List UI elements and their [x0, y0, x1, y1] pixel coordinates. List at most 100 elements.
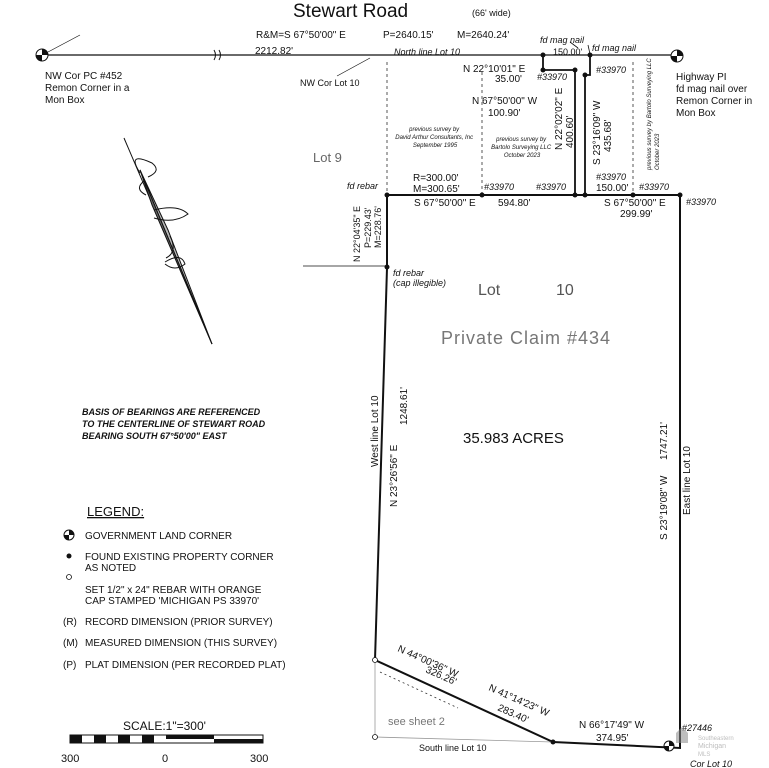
d150-00: 150.00' [596, 183, 629, 194]
m228: M=228.76' [373, 206, 383, 248]
fd-rebar-cap: fd rebar [393, 268, 425, 278]
legend-item-set-2: CAP STAMPED 'MICHIGAN PS 33970' [85, 596, 259, 607]
pin-27446: #27446 [682, 723, 712, 733]
strip-west-boundary [542, 55, 576, 195]
leader-2 [587, 44, 591, 55]
gov-corner-west-icon [35, 48, 49, 62]
scale-tick-zero: 0 [162, 753, 168, 765]
fd-mag-nail-1: fd mag nail [540, 35, 585, 45]
legend-gov-corner-icon [63, 529, 75, 541]
cor-lot10: Cor Lot 10 [690, 759, 732, 768]
gov-corner-south-icon [663, 740, 675, 752]
dist-ne: 150.00' [553, 47, 583, 57]
legend-item-m: MEASURED DIMENSION (THIS SURVEY) [85, 638, 277, 649]
pin2: #33970 [596, 65, 626, 75]
scale-tick-right: 300 [250, 753, 268, 765]
pin1: #33970 [537, 72, 567, 82]
survey-bartolo-2: previous survey by Bartolo Surveying LLC… [647, 57, 661, 171]
m300: M=300.65' [413, 184, 460, 195]
legend-item-r: RECORD DIMENSION (PRIOR SURVEY) [85, 617, 273, 628]
set-rebar-markers [372, 657, 378, 740]
pin3: #33970 [484, 182, 514, 192]
scale-label: SCALE:1"=300' [123, 719, 206, 733]
fd-mag-nail-2: fd mag nail [592, 43, 637, 53]
n22-02: N 22°02'02" E [554, 87, 565, 150]
legend-found-corner-icon [66, 553, 72, 559]
legend-item-found-2: AS NOTED [85, 563, 136, 574]
d400-60: 400.60' [565, 115, 576, 148]
gov-corner-east-icon [670, 49, 684, 63]
d435-68: 435.68' [603, 119, 614, 152]
pin6: #33970 [639, 182, 669, 192]
svg-text:Southeastern: Southeastern [698, 736, 734, 742]
road-dist-measured: M=2640.24' [457, 30, 509, 41]
n22-10: N 22°10'01" E [463, 64, 526, 75]
n23-26: N 23°26'56" E [389, 444, 400, 507]
mls-logo-icon: Southeastern Michigan MLS [676, 727, 734, 758]
road-bearing: R&M=S 67°50'00" E [256, 30, 346, 41]
legend-sym-p: (P) [63, 660, 76, 671]
scale-tick-left: 300 [61, 753, 79, 765]
legend-sym-r: (R) [63, 617, 77, 628]
n66-17: N 66°17'49" W [579, 720, 645, 731]
road-name: Stewart Road [293, 1, 408, 22]
east-line-label: East line Lot 10 [682, 446, 693, 515]
west-line-label: West line Lot 10 [370, 395, 381, 467]
nw-cor-lot-label: NW Cor Lot 10 [300, 78, 360, 88]
d100-90: 100.90' [488, 108, 521, 119]
legend-item-p: PLAT DIMENSION (PER RECORDED PLAT) [85, 660, 286, 671]
found-corner-markers [384, 52, 683, 745]
acres-label: 35.983 ACRES [463, 430, 564, 447]
fd-rebar: fd rebar [347, 181, 379, 191]
leader-nw-lot [336, 57, 371, 77]
lot9-label: Lot 9 [313, 150, 342, 165]
scale-bar [69, 734, 264, 744]
highway-label: Highway PI fd mag nail over Remon Corner… [676, 72, 755, 119]
sheet2-line-south [374, 736, 554, 743]
pin5: #33970 [596, 172, 626, 182]
d299-99: 299.99' [620, 209, 653, 220]
leader-nw [47, 34, 81, 53]
s23-16: S 23°16'09" W [592, 100, 603, 165]
legend-sym-m: (M) [63, 638, 78, 649]
survey-bartolo-1: previous survey by Bartolo Surveying LLC… [491, 137, 553, 159]
see-sheet-label: see sheet 2 [388, 716, 445, 728]
cap-illegible: (cap illegible) [393, 278, 446, 288]
road-dist-plat: P=2640.15' [383, 30, 434, 41]
legend-set-rebar-icon [66, 574, 72, 580]
sheet2-dotted [379, 671, 459, 709]
lot10-label: Lot [478, 282, 501, 299]
legend-item-found-1: FOUND EXISTING PROPERTY CORNER [85, 552, 274, 563]
d1248: 1248.61' [399, 387, 410, 425]
legend-title: LEGEND: [87, 504, 144, 519]
south-line-label: South line Lot 10 [419, 743, 487, 753]
s67-50-e-1: S 67°50'00" E [414, 198, 476, 209]
pin4: #33970 [536, 182, 566, 192]
north-arrow-icon [123, 137, 213, 345]
survey-david-arthur: previous survey by David Arthur Consulta… [395, 127, 474, 149]
legend-item-set-1: SET 1/2" x 24" REBAR WITH ORANGE [85, 585, 262, 596]
leader-1 [569, 41, 579, 49]
legend-item-gov: GOVERNMENT LAND CORNER [85, 531, 232, 542]
s67-50-e-2: S 67°50'00" E [604, 198, 666, 209]
n22-04: N 22°04'35" E [352, 206, 362, 262]
basis-of-bearings: BASIS OF BEARINGS ARE REFERENCED TO THE … [82, 407, 268, 441]
private-claim-label: Private Claim #434 [441, 328, 611, 348]
break-mark [213, 49, 221, 61]
nw-cor-pc-label: NW Cor PC #452 Remon Corner in a Mon Box [45, 71, 132, 106]
s23-19: S 23°19'08" W [659, 475, 670, 540]
pin7: #33970 [686, 197, 716, 207]
d374: 374.95' [596, 733, 629, 744]
svg-text:Michigan: Michigan [698, 743, 726, 750]
d1747: 1747.21' [659, 422, 670, 460]
p229: P=229.43' [363, 207, 373, 248]
dist-west: 2212.82' [255, 46, 293, 57]
north-line-label: North line Lot 10 [394, 47, 460, 57]
d35: 35.00' [495, 74, 522, 85]
n67-50-w: N 67°50'00" W [472, 96, 538, 107]
d594-80: 594.80' [498, 198, 531, 209]
r300: R=300.00' [413, 173, 459, 184]
road-width: (66' wide) [472, 8, 511, 18]
svg-text:MLS: MLS [698, 752, 710, 758]
